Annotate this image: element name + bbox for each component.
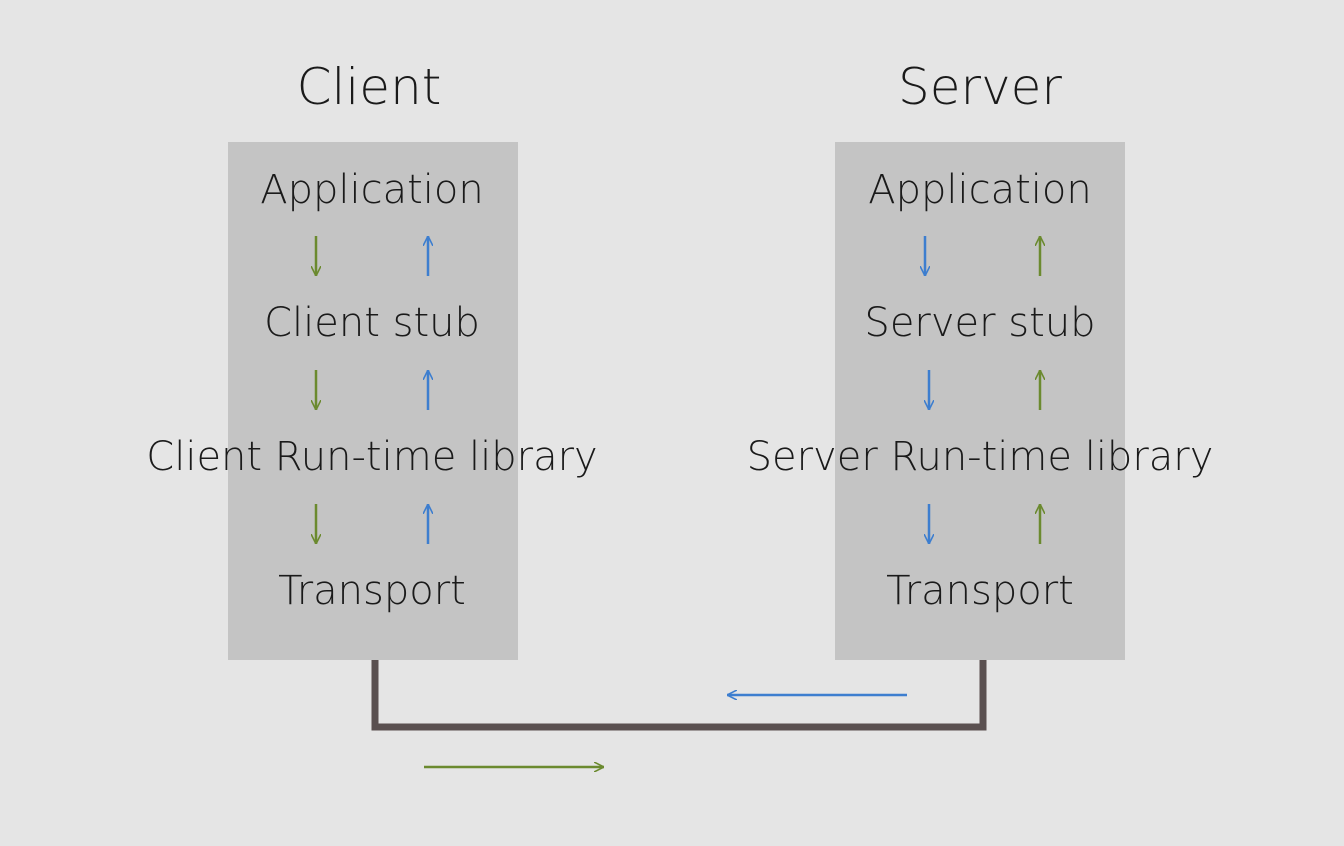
client-layer-stub: Client stub [264,300,480,346]
server-layer-transport: Transport [886,568,1074,614]
client-layer-transport: Transport [278,568,466,614]
client-box [228,142,518,660]
client-title: Client [296,58,442,116]
server-layer-application: Application [868,167,1092,213]
client-layer-application: Application [260,167,484,213]
server-layer-runtime: Server Run-time library [746,434,1214,480]
client-layer-runtime: Client Run-time library [146,434,598,480]
server-box [835,142,1125,660]
server-layer-stub: Server stub [864,300,1096,346]
server-title: Server [898,58,1062,116]
network-connection-line [371,660,987,731]
